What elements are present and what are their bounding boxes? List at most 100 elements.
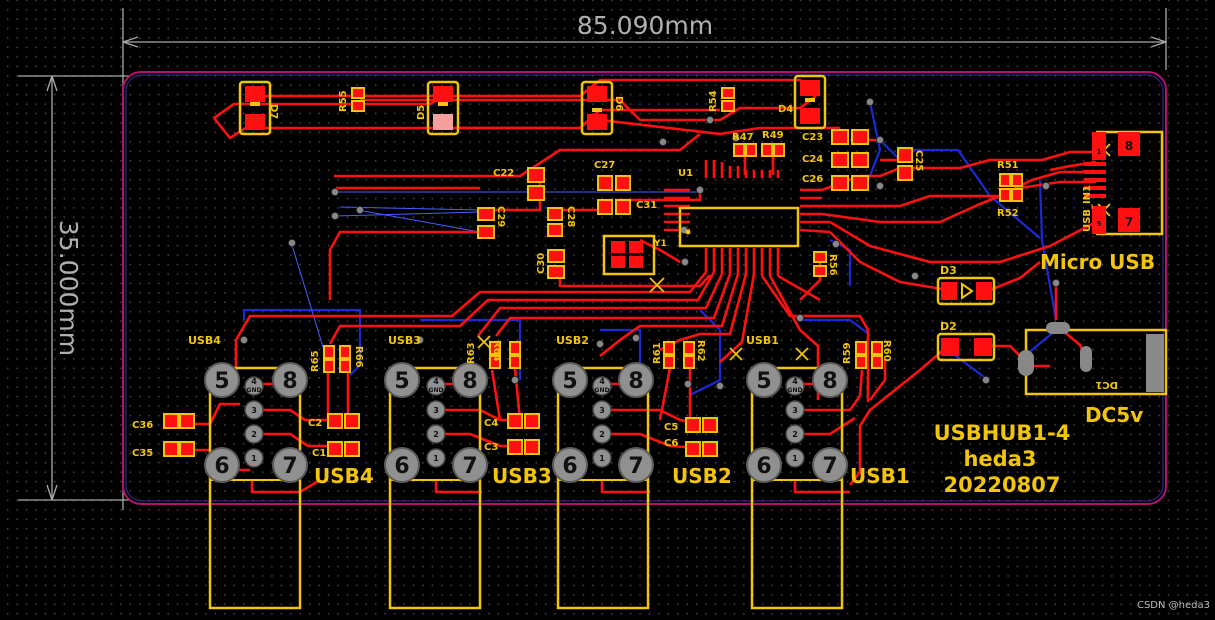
usb4-pin4: 4: [251, 377, 257, 386]
usb2-pin7: 7: [628, 454, 643, 479]
label-usb2-ref: USB2: [556, 334, 589, 347]
label-dc5v: DC5v: [1085, 403, 1143, 427]
label-c4: C4: [484, 418, 498, 429]
label-usb1: USB1: [850, 464, 910, 488]
vias: [239, 98, 1061, 390]
label-usb-in1: USB_IN1: [1082, 185, 1093, 232]
label-r56: R56: [827, 254, 838, 276]
label-r66: R66: [353, 346, 364, 368]
label-c25: C25: [913, 150, 924, 171]
label-c35: C35: [132, 448, 153, 459]
usb1-gnd: GND: [788, 387, 803, 394]
label-d6: D6: [613, 96, 624, 111]
label-r52: R52: [997, 208, 1019, 219]
label-usb1-ref: USB1: [746, 334, 779, 347]
label-r49: R49: [762, 130, 784, 141]
board-author: heda3: [963, 447, 1036, 471]
label-c31: C31: [636, 200, 657, 211]
label-d7: D7: [268, 104, 279, 119]
usb3-pin7: 7: [462, 454, 477, 479]
label-r63: R63: [466, 342, 477, 364]
usb-signal-pads: [244, 376, 805, 468]
usb2-pin1: 1: [599, 454, 605, 463]
label-r61: R61: [652, 342, 663, 364]
label-r65: R65: [310, 350, 321, 372]
label-r54: R54: [708, 90, 719, 112]
bottom-layer-traces: [242, 101, 1058, 396]
usb2-pin8: 8: [628, 369, 643, 394]
usb2-gnd: GND: [595, 387, 610, 394]
label-c2: C2: [308, 418, 322, 429]
label-c27: C27: [594, 160, 615, 171]
label-c26: C26: [802, 174, 823, 185]
usb4-pin1: 1: [251, 454, 257, 463]
usb3-pin4: 4: [433, 377, 439, 386]
small-components: [163, 87, 1023, 457]
usb1-pin5: 5: [756, 369, 771, 394]
label-c23: C23: [802, 132, 823, 143]
width-dimension: 85.090mm: [577, 11, 713, 40]
label-c1: C1: [312, 448, 326, 459]
usb2-pin4: 4: [599, 377, 605, 386]
label-usb4: USB4: [314, 464, 374, 488]
label-c5: C5: [664, 422, 678, 433]
label-usb3-ref: USB3: [388, 334, 421, 347]
usb3-pin8: 8: [462, 369, 477, 394]
usb3-pin3: 3: [433, 406, 439, 415]
u1-ic: [678, 206, 800, 248]
micro-usb-pin8: 8: [1125, 139, 1133, 153]
label-r51: R51: [997, 160, 1019, 171]
height-dimension: 35.000mm: [54, 220, 83, 356]
usb4-pin6: 6: [214, 454, 229, 479]
usb1-pin6: 6: [756, 454, 771, 479]
board-outline: [122, 71, 1167, 505]
dimension-vertical: [18, 75, 130, 501]
top-layer-traces: [180, 78, 1097, 494]
usb3-pin6: 6: [394, 454, 409, 479]
label-c24: C24: [802, 154, 823, 165]
label-usb2: USB2: [672, 464, 732, 488]
usb1-pin4: 4: [792, 377, 798, 386]
usb1-pin1: 1: [792, 454, 798, 463]
usb4-gnd: GND: [247, 387, 262, 394]
micro-usb-pin7: 7: [1125, 215, 1133, 229]
usb2-pin2: 2: [599, 430, 605, 439]
usb2-pin3: 3: [599, 406, 605, 415]
usb4-pin2: 2: [251, 430, 257, 439]
board-title: USBHUB1-4: [934, 421, 1071, 445]
label-d4: D4: [778, 104, 793, 115]
board-keepout: [125, 74, 1164, 502]
label-u1: U1: [678, 168, 693, 179]
label-r64: R64: [491, 340, 502, 362]
usb3-gnd: GND: [429, 387, 444, 394]
label-c36: C36: [132, 420, 153, 431]
label-c6: C6: [664, 438, 678, 449]
y1-crystal: [602, 234, 665, 293]
label-d5: D5: [416, 105, 427, 120]
usb4-pin8: 8: [282, 369, 297, 394]
usb-mount-pads: [204, 362, 848, 483]
usb2-pin6: 6: [562, 454, 577, 479]
diodes: [238, 74, 996, 362]
label-usb3: USB3: [492, 464, 552, 488]
label-r62: R62: [695, 340, 706, 362]
watermark: CSDN @heda3: [1137, 600, 1210, 611]
label-c29: C29: [495, 206, 506, 227]
label-r60: R60: [881, 340, 892, 362]
ratsnest-lines: [291, 191, 700, 371]
label-micro-usb: Micro USB: [1040, 250, 1155, 274]
label-r47: R47: [732, 132, 754, 143]
usb2-pin5: 5: [562, 369, 577, 394]
usb4-pin3: 3: [251, 406, 257, 415]
label-r55: R55: [338, 90, 349, 112]
usb1-pin2: 2: [792, 430, 798, 439]
usb1-pin3: 3: [792, 406, 798, 415]
label-d2: D2: [940, 320, 957, 333]
label-d3: D3: [940, 264, 957, 277]
usb3-pin2: 2: [433, 430, 439, 439]
micro-usb-connector: [1084, 130, 1164, 236]
label-y1: Y1: [653, 239, 667, 249]
usb1-pin7: 7: [822, 454, 837, 479]
